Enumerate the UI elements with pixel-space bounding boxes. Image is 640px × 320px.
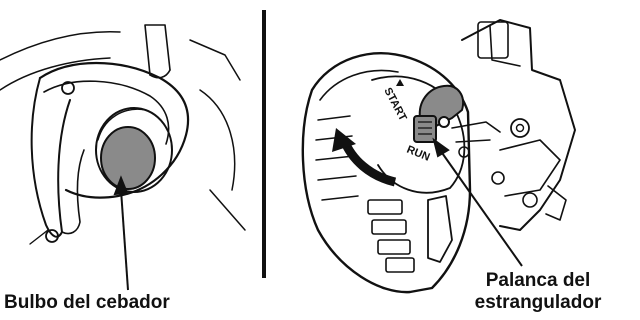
dial-start-arrow-icon [396, 79, 404, 86]
choke-lever-caption-line1: Palanca del [440, 270, 636, 292]
dial-start-label: START [381, 86, 409, 124]
primer-bulb-caption-text: Bulbo del cebador [4, 292, 170, 313]
choke-lever-icon [414, 86, 463, 142]
choke-lever-caption-line2: estrangulador [440, 292, 636, 314]
dial-run-label: RUN [405, 144, 432, 164]
primer-bulb-icon [101, 127, 155, 189]
choke-lever-caption: Palanca del estrangulador [440, 270, 636, 314]
primer-bulb-caption: Bulbo del cebador [4, 292, 254, 314]
